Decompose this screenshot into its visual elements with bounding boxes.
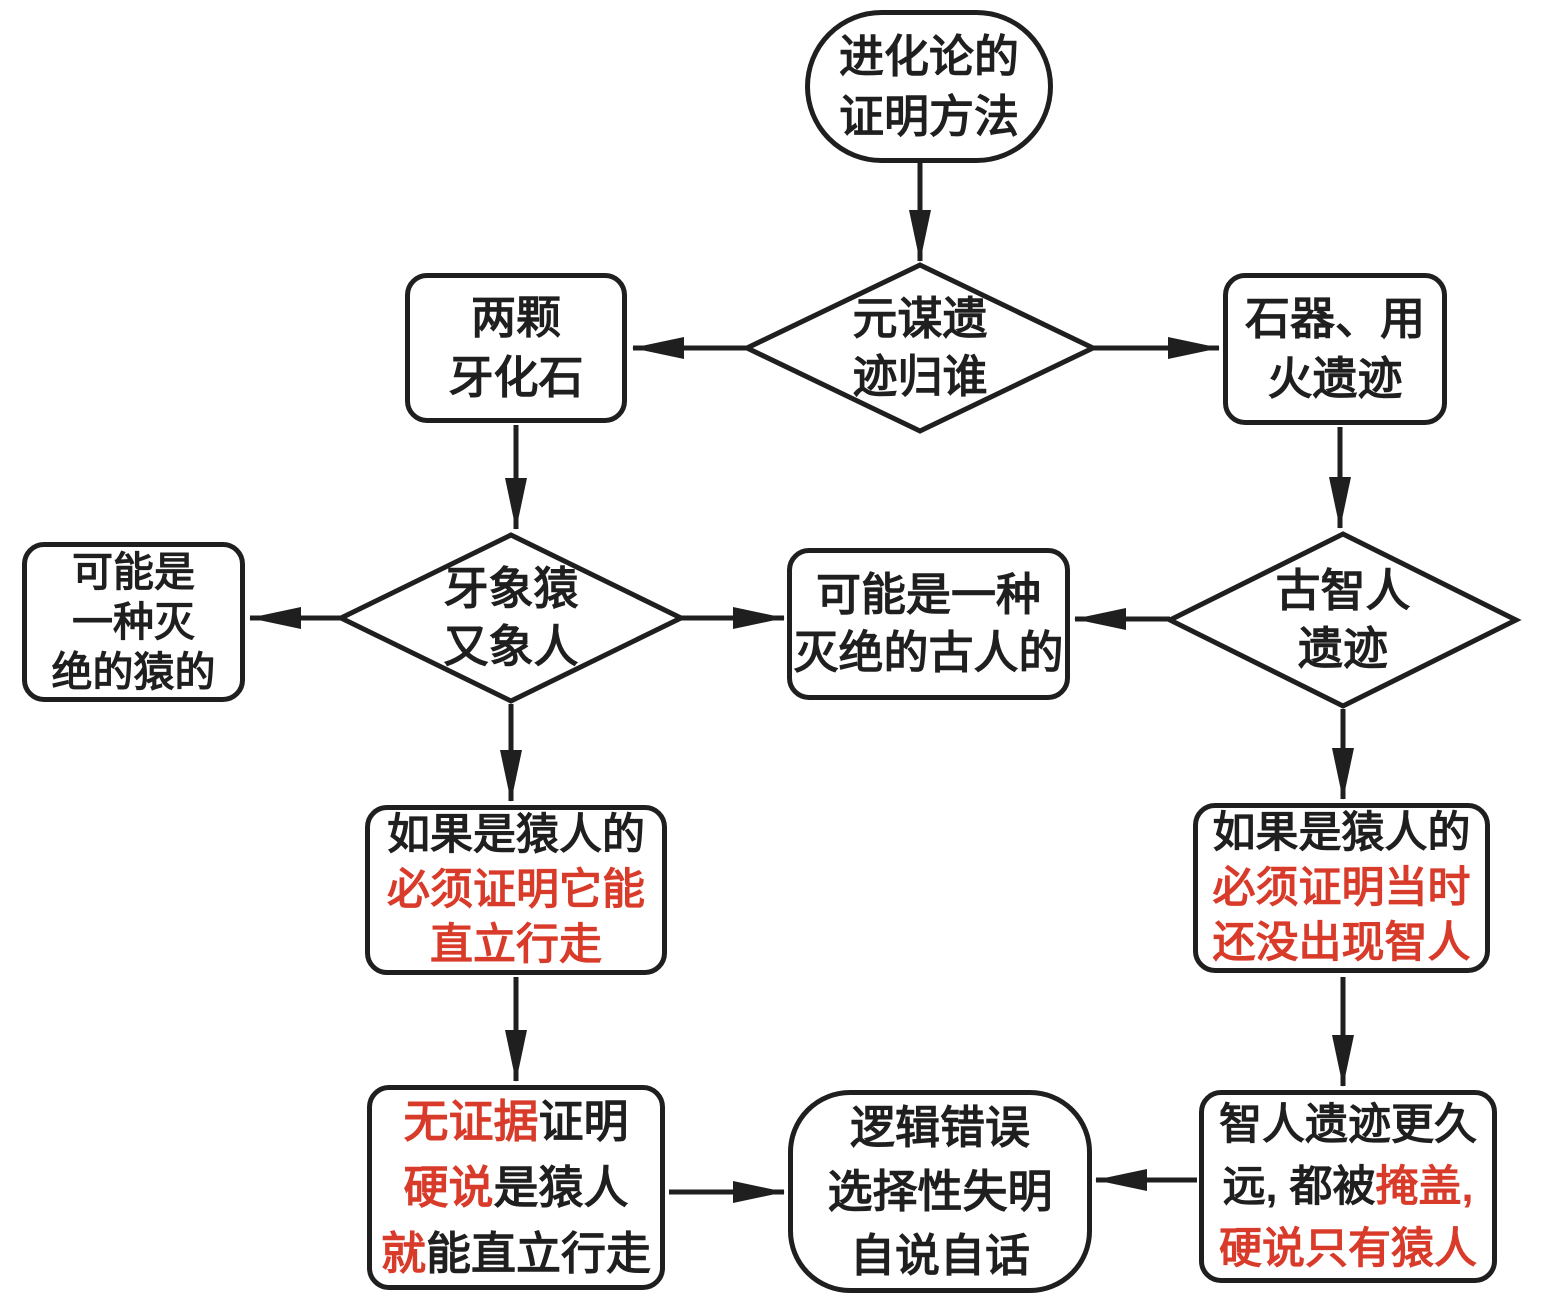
text-segment: 硬说: [403, 1161, 494, 1213]
text-segment: 证明: [538, 1095, 629, 1147]
node-line: 必须证明它能: [387, 863, 645, 918]
text-segment: 掩盖,: [1375, 1162, 1474, 1211]
diamond-tooth-shape: [335, 532, 687, 704]
text-segment: 就: [380, 1227, 426, 1279]
node-logic-error: 逻辑错误 选择性失明 自说自话: [788, 1090, 1092, 1293]
node-if-apeman-prove-upright: 如果是猿人的 必须证明它能 直立行走: [365, 805, 667, 975]
node-line: 绝的猿的: [51, 649, 216, 695]
diamond-yuanmou-shape: [741, 262, 1099, 434]
node-line: 远, 都被掩盖,: [1223, 1156, 1474, 1218]
text-segment: 直立行走: [430, 920, 602, 969]
node-line: 智人遗迹更久: [1219, 1094, 1477, 1156]
node-line: 就能直立行走: [381, 1221, 651, 1287]
node-line: 两颗: [470, 292, 561, 343]
node-line: 必须证明当时: [1213, 861, 1471, 916]
node-tooth-fossils: 两颗 牙化石: [405, 273, 627, 423]
text-segment: 硬说只有猿人: [1219, 1224, 1477, 1273]
text-segment: 如果是猿人的: [387, 810, 645, 859]
node-line: 如果是猿人的: [1213, 806, 1471, 861]
node-line: 可能是一种: [815, 569, 1041, 620]
node-extinct-ancient-human: 可能是一种 灭绝的古人的: [787, 548, 1070, 700]
node-line: 硬说是猿人: [403, 1155, 628, 1221]
node-line: 选择性失明: [827, 1165, 1053, 1217]
text-segment: 还没出现智人: [1212, 918, 1471, 967]
node-stone-fire: 石器、用 火遗迹: [1223, 273, 1447, 425]
node-line: 直立行走: [430, 918, 602, 973]
text-segment: 能直立行走: [426, 1227, 652, 1279]
node-extinct-ape: 可能是 一种灭 绝的猿的: [22, 542, 245, 702]
node-line: 进化论的: [838, 30, 1019, 82]
node-sapiens-relics-older: 智人遗迹更久 远, 都被掩盖, 硬说只有猿人: [1199, 1090, 1497, 1283]
node-line: 自说自话: [849, 1229, 1030, 1281]
text-segment: 如果是猿人的: [1212, 808, 1471, 857]
node-line: 无证据证明: [403, 1089, 628, 1155]
node-line: 硬说只有猿人: [1219, 1218, 1477, 1280]
node-no-evidence: 无证据证明 硬说是猿人 就能直立行走: [367, 1085, 665, 1290]
node-line: 牙化石: [448, 352, 584, 403]
text-segment: 必须证明当时: [1212, 863, 1471, 912]
node-start: 进化论的 证明方法: [805, 10, 1053, 163]
node-line: 逻辑错误: [849, 1101, 1030, 1153]
node-line: 石器、用: [1244, 293, 1425, 344]
text-segment: 远, 都被: [1222, 1162, 1376, 1211]
node-line: 证明方法: [838, 90, 1019, 142]
node-line: 还没出现智人: [1213, 916, 1471, 971]
node-line: 灭绝的古人的: [793, 627, 1064, 678]
text-segment: 是猿人: [493, 1161, 629, 1213]
text-segment: 无证据: [403, 1095, 539, 1147]
text-segment: 智人遗迹更久: [1219, 1100, 1477, 1149]
node-line: 如果是猿人的: [387, 808, 645, 863]
node-line: 一种灭: [72, 599, 195, 645]
diamond-sapiens-shape: [1164, 531, 1522, 709]
text-segment: 必须证明它能: [387, 865, 645, 914]
node-line: 火遗迹: [1267, 353, 1403, 404]
node-line: 可能是: [72, 549, 195, 595]
node-if-apeman-prove-no-sapiens: 如果是猿人的 必须证明当时 还没出现智人: [1193, 803, 1490, 973]
